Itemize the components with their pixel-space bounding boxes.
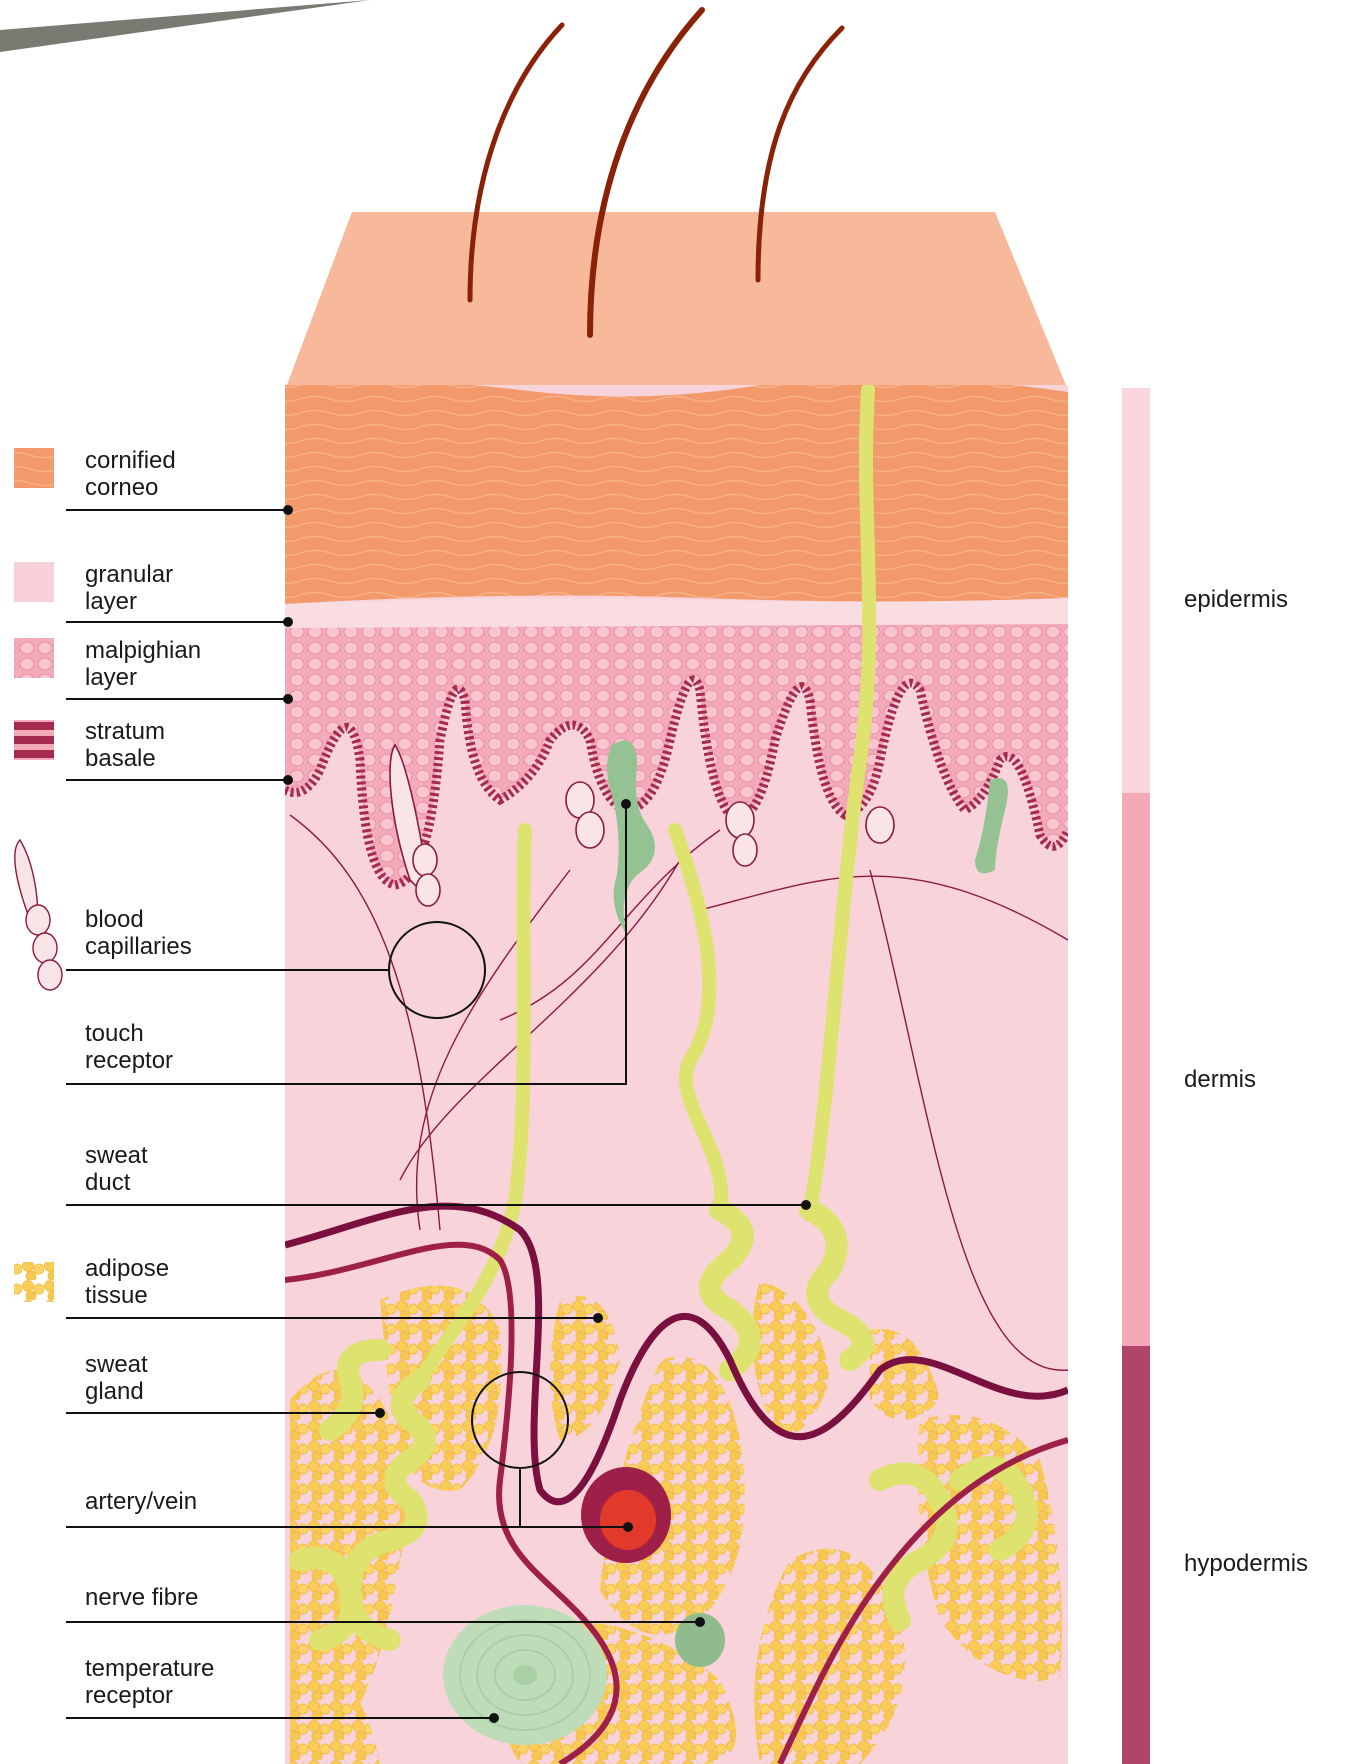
artery-vein-label: artery/vein [85, 1488, 197, 1515]
temperature-receptor [443, 1605, 607, 1745]
touch-receptor-label: touch receptor [85, 1020, 173, 1074]
epidermis-label: epidermis [1184, 586, 1288, 614]
hypodermis-label: hypodermis [1184, 1550, 1308, 1578]
cornified-label: cornified corneo [85, 447, 176, 501]
temperature-receptor-label: temperature receptor [85, 1655, 214, 1709]
sweat-gland-label: sweat gland [85, 1351, 148, 1405]
decorative-shadow [0, 0, 370, 52]
artery-lumen [600, 1490, 656, 1550]
stratum-basale-swatch [14, 720, 54, 760]
nerve-fibre-label: nerve fibre [85, 1584, 198, 1611]
dermis-label: dermis [1184, 1066, 1256, 1094]
granular-label: granular layer [85, 561, 173, 615]
hypodermis-bar [1122, 1346, 1150, 1764]
dermis-bar [1122, 793, 1150, 1346]
malpighian-label: malpighian layer [85, 637, 201, 691]
blood-capillaries-swatch [15, 840, 62, 990]
adipose-swatch [14, 1262, 54, 1302]
granular-swatch [14, 562, 54, 602]
malpighian-swatch [14, 638, 54, 678]
stratum-basale-label: stratum basale [85, 718, 165, 772]
cornified-layer [285, 376, 1068, 604]
sweat-duct-label: sweat duct [85, 1142, 148, 1196]
epidermis-bar [1122, 388, 1150, 793]
skin-surface [285, 212, 1068, 390]
blood-capillaries-label: blood capillaries [85, 906, 192, 960]
adipose-tissue-label: adipose tissue [85, 1255, 169, 1309]
cornified-swatch [14, 448, 54, 488]
